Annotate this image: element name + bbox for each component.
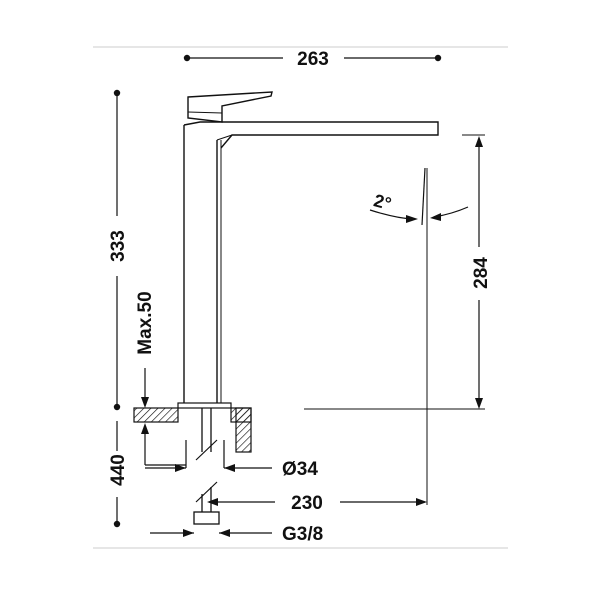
dimension-hose-length: 440: [108, 421, 129, 528]
dimension-connection-thread: G3/8: [150, 524, 323, 545]
dimension-max-deck-thickness: Max.50: [135, 291, 186, 466]
diameter-label: Ø34: [282, 459, 318, 480]
overall-height-label: 333: [108, 230, 129, 262]
overall-width-label: 263: [297, 49, 329, 70]
handle-lever: [187, 91, 273, 123]
shank-and-hose: [185, 408, 225, 525]
max-deck-label: Max.50: [135, 291, 156, 354]
connector-nut: [193, 511, 220, 525]
hose-length-label: 440: [108, 454, 129, 486]
spout-height-label: 284: [471, 257, 492, 289]
connection-thread-label: G3/8: [282, 524, 323, 545]
countertop-section: [133, 402, 252, 453]
spout-reach-label: 230: [291, 493, 323, 514]
faucet-body: [183, 91, 439, 403]
dimension-spout-reach: 230: [207, 493, 427, 514]
dimension-spout-angle: 2°: [369, 167, 469, 505]
angle-label: 2°: [372, 190, 394, 214]
dimension-overall-height: 333: [108, 89, 129, 411]
dimension-diameter: Ø34: [145, 459, 318, 480]
dimension-spout-height: 284: [304, 134, 492, 410]
dimension-overall-width: 263: [183, 49, 442, 70]
